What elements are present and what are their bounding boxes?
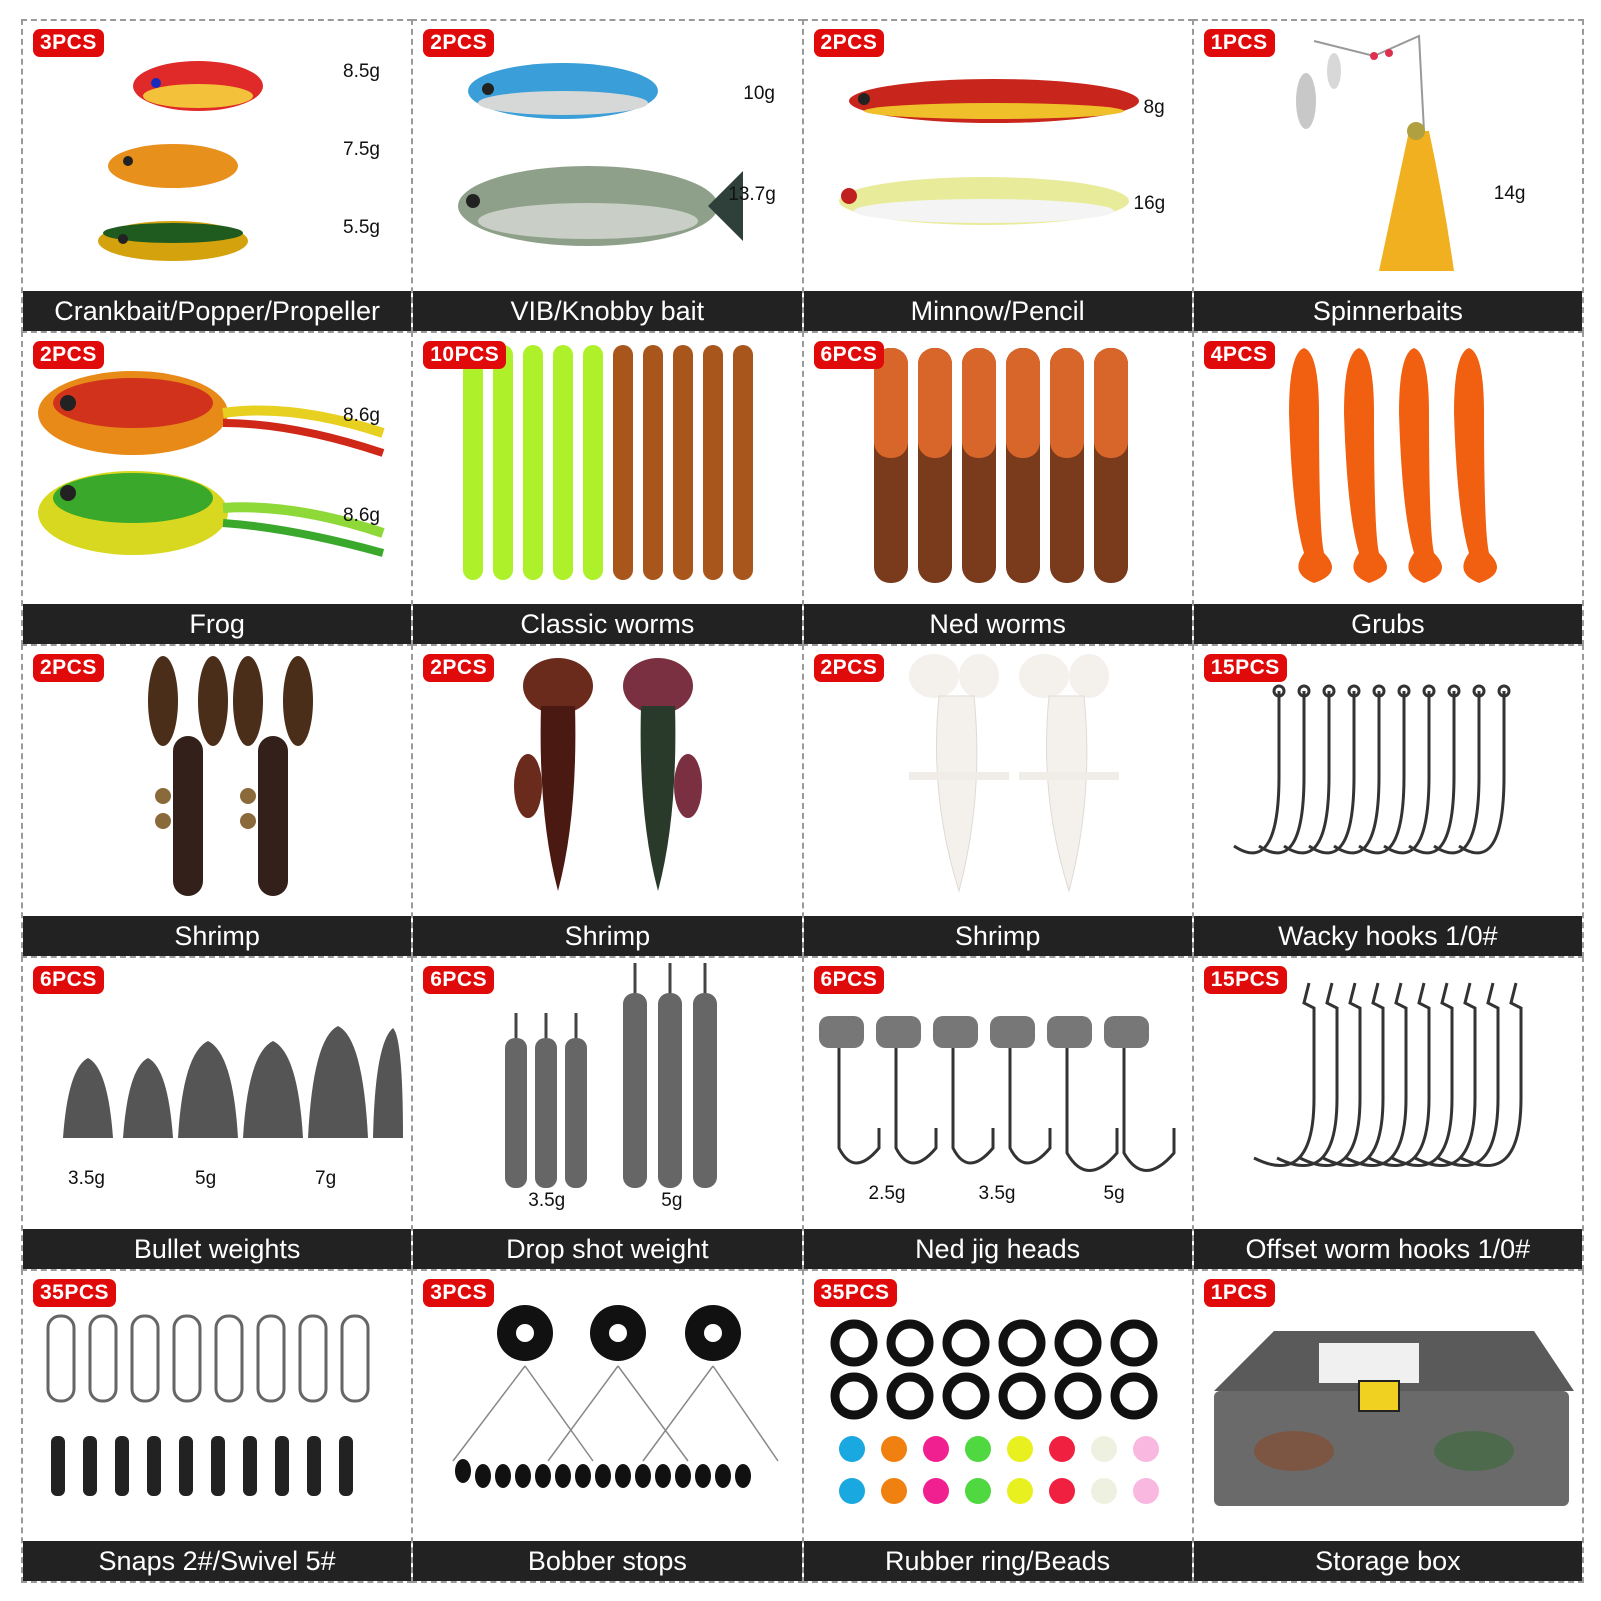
weight-label: 8.6g <box>343 505 380 527</box>
item-title: Ned worms <box>803 603 1192 644</box>
item-card-shrimp-2: 2PCS Shrimp <box>411 643 804 959</box>
offset-hook-icon <box>1194 958 1582 1228</box>
weight-label: 10g <box>743 83 775 104</box>
hard-lure-icon <box>23 21 411 291</box>
weight-label: 5g <box>661 1190 683 1212</box>
item-title: Wacky hooks 1/0# <box>1193 916 1582 957</box>
item-card-crankbait: 8.5g 7.5g 5.5g 3PCS Crankbait/Popper/Pro… <box>21 19 414 334</box>
quantity-badge: 15PCS <box>1203 653 1287 682</box>
item-card-offset-hooks: 15PCS Offset worm hooks 1/0# <box>1191 956 1584 1271</box>
quantity-badge: 3PCS <box>423 1278 495 1307</box>
quantity-badge: 1PCS <box>1203 29 1275 57</box>
quantity-badge: 6PCS <box>813 341 885 370</box>
vib-lure-icon <box>413 21 801 291</box>
weight-label: 3.5g <box>978 1183 1016 1205</box>
quantity-badge: 6PCS <box>423 966 495 995</box>
item-title: Snaps 2#/Swivel 5# <box>23 1540 412 1581</box>
quantity-badge: 2PCS <box>33 653 104 682</box>
item-card-frog: 8.6g 8.6g 2PCS Frog <box>21 331 414 646</box>
item-title: Shrimp <box>23 916 412 957</box>
item-title: Ned jig heads <box>803 1228 1192 1269</box>
item-title: VIB/Knobby bait <box>413 291 802 332</box>
quantity-badge: 6PCS <box>33 966 104 995</box>
quantity-badge: 2PCS <box>423 29 495 57</box>
item-card-wacky-hooks: 15PCS Wacky hooks 1/0# <box>1191 643 1584 959</box>
item-title: Frog <box>23 603 412 644</box>
minnow-lure-icon <box>804 21 1192 291</box>
item-card-bullet-weights: 3.5g 5g 7g 6PCS Bullet weights <box>21 956 414 1271</box>
quantity-badge: 4PCS <box>1203 341 1275 370</box>
weight-label: 5g <box>195 1168 217 1190</box>
item-card-ned-worms: 6PCS Ned worms <box>801 331 1194 646</box>
weight-label: 8g <box>1143 97 1165 118</box>
ned-worm-icon <box>804 333 1192 603</box>
snap-swivel-icon <box>23 1271 411 1541</box>
item-title: Storage box <box>1193 1540 1582 1581</box>
item-title: Shrimp <box>413 916 802 957</box>
quantity-badge: 2PCS <box>813 29 885 57</box>
weight-label: 7g <box>315 1168 337 1190</box>
quantity-badge: 1PCS <box>1203 1278 1275 1307</box>
item-card-shrimp-1: 2PCS Shrimp <box>21 643 414 959</box>
item-card-grubs: 4PCS Grubs <box>1191 331 1584 646</box>
weight-label: 5g <box>1103 1183 1125 1205</box>
quantity-badge: 3PCS <box>33 29 104 57</box>
item-card-drop-shot: 3.5g 5g 6PCS Drop shot weight <box>411 956 804 1271</box>
product-grid: 8.5g 7.5g 5.5g 3PCS Crankbait/Popper/Pro… <box>21 19 1584 1583</box>
item-card-minnow: 8g 16g 2PCS Minnow/Pencil <box>801 19 1194 334</box>
item-title: Drop shot weight <box>413 1228 802 1269</box>
quantity-badge: 6PCS <box>813 966 885 995</box>
weight-label: 8.6g <box>343 405 380 427</box>
quantity-badge: 2PCS <box>813 653 885 682</box>
item-card-ned-jig-heads: 2.5g 3.5g 5g 6PCS Ned jig heads <box>801 956 1194 1271</box>
item-card-rubber-ring-beads: 35PCS Rubber ring/Beads <box>801 1268 1194 1583</box>
item-title: Classic worms <box>413 603 802 644</box>
bead-icon <box>804 1271 1192 1541</box>
weight-label: 3.5g <box>68 1168 105 1190</box>
item-title: Bobber stops <box>413 1540 802 1581</box>
quantity-badge: 2PCS <box>33 341 104 370</box>
item-title: Grubs <box>1193 603 1582 644</box>
storage-box-icon <box>1194 1271 1582 1541</box>
item-title: Shrimp <box>803 916 1192 957</box>
frog-lure-icon <box>23 333 411 603</box>
item-title: Rubber ring/Beads <box>803 1540 1192 1581</box>
weight-label: 7.5g <box>343 139 380 160</box>
shrimp-icon <box>804 646 1192 916</box>
quantity-badge: 2PCS <box>423 653 495 682</box>
item-card-snaps-swivel: 35PCS Snaps 2#/Swivel 5# <box>21 1268 414 1583</box>
item-card-storage-box: 1PCS Storage box <box>1191 1268 1584 1583</box>
item-card-shrimp-3: 2PCS Shrimp <box>801 643 1194 959</box>
item-card-bobber-stops: 3PCS Bobber stops <box>411 1268 804 1583</box>
grub-icon <box>1194 333 1582 603</box>
weight-label: 14g <box>1493 183 1526 204</box>
shrimp-icon <box>413 646 801 916</box>
weight-label: 3.5g <box>528 1190 566 1212</box>
quantity-badge: 35PCS <box>33 1278 117 1307</box>
spinnerbait-icon <box>1194 21 1582 291</box>
item-card-vib: 10g 13.7g 2PCS VIB/Knobby bait <box>411 19 804 334</box>
shrimp-icon <box>23 646 411 916</box>
weight-label: 2.5g <box>868 1183 906 1205</box>
quantity-badge: 35PCS <box>813 1278 897 1307</box>
worm-icon <box>413 333 801 603</box>
item-title: Spinnerbaits <box>1193 291 1582 332</box>
weight-label: 5.5g <box>343 217 380 238</box>
hook-icon <box>1194 646 1582 916</box>
weight-label: 8.5g <box>343 61 380 82</box>
weight-label: 13.7g <box>728 184 776 205</box>
weight-label: 16g <box>1133 193 1166 214</box>
drop-shot-icon <box>413 958 801 1228</box>
item-title: Offset worm hooks 1/0# <box>1193 1228 1582 1269</box>
item-card-classic-worms: 10PCS Classic worms <box>411 331 804 646</box>
item-title: Minnow/Pencil <box>803 291 1192 332</box>
item-title: Bullet weights <box>23 1228 412 1269</box>
quantity-badge: 15PCS <box>1203 966 1287 995</box>
item-card-spinnerbait: 14g 1PCS Spinnerbaits <box>1191 19 1584 334</box>
jig-head-icon <box>804 958 1192 1228</box>
bobber-stop-icon <box>413 1271 801 1541</box>
bullet-weight-icon <box>23 958 411 1228</box>
quantity-badge: 10PCS <box>423 341 507 370</box>
item-title: Crankbait/Popper/Propeller <box>23 291 412 332</box>
